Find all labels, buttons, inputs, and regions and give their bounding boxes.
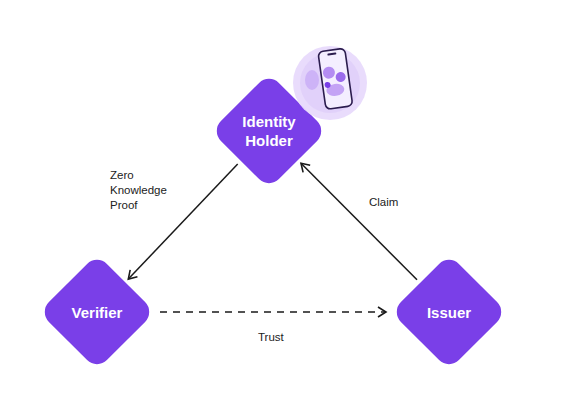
arrow-connector <box>128 164 237 279</box>
illustration-inner-circle <box>300 53 360 113</box>
edge-label: Zero Knowledge Proof <box>110 168 182 213</box>
arrow-connector <box>301 163 417 280</box>
illustration-blob <box>305 70 319 90</box>
node-label: Issuer <box>427 303 471 322</box>
node-label: Identity Holder <box>230 112 308 150</box>
phone-symbol <box>318 48 353 109</box>
diamond-node: Issuer <box>389 252 509 372</box>
diamond-node: Identity Holder <box>209 71 329 191</box>
diamond-shape <box>209 71 329 191</box>
diamond-node: Verifier <box>37 252 157 372</box>
node-label: Verifier <box>72 303 123 322</box>
arrow-connector <box>160 311 386 313</box>
edge-label: Claim <box>369 195 429 210</box>
edge-label: Trust <box>258 330 318 345</box>
